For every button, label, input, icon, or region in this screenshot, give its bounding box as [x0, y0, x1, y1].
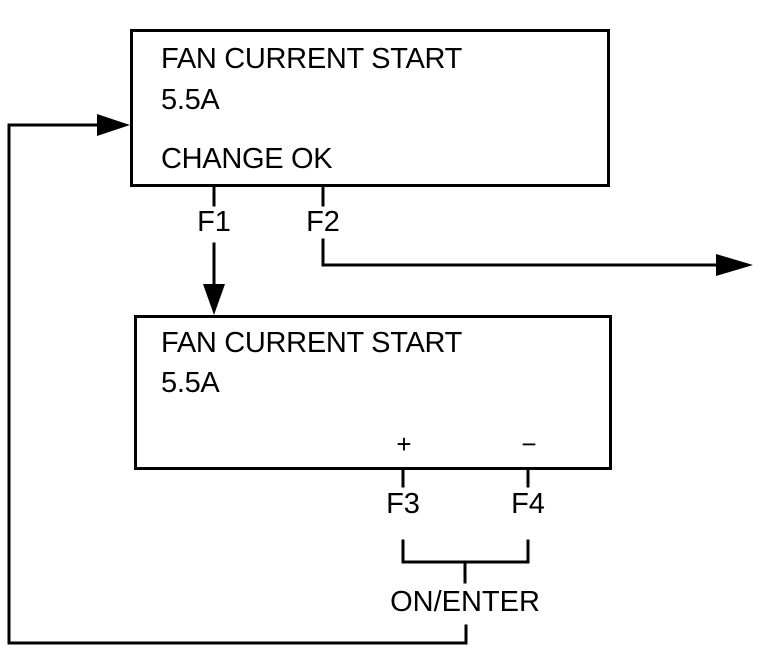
f2-right-arrow-path	[321, 238, 724, 267]
minus-sign: −	[521, 429, 537, 459]
screen-2-value: 5.5A	[161, 367, 220, 399]
plus-sign: +	[396, 429, 412, 459]
display-screen-change-ok: FAN CURRENT START 5.5A CHANGE OK	[130, 29, 610, 187]
f2-right-arrowhead	[716, 254, 753, 276]
screen-1-prompt: CHANGE OK	[161, 143, 333, 175]
display-screen-adjust: FAN CURRENT START 5.5A + −	[134, 315, 612, 470]
on-enter-key-label: ON/ENTER	[390, 586, 540, 618]
return-arrowhead	[97, 114, 130, 136]
screen-1-value: 5.5A	[161, 84, 220, 116]
f1-key-label: F1	[197, 206, 231, 238]
f1-down-arrowhead	[203, 284, 225, 315]
screen-1-title: FAN CURRENT START	[161, 43, 463, 75]
return-loop-path	[7, 123, 468, 645]
f3-key-label: F3	[386, 488, 420, 520]
f2-key-label: F2	[306, 206, 340, 238]
f4-key-label: F4	[511, 488, 545, 520]
screen-2-title: FAN CURRENT START	[161, 327, 463, 359]
f3-f4-bracket	[401, 539, 530, 564]
